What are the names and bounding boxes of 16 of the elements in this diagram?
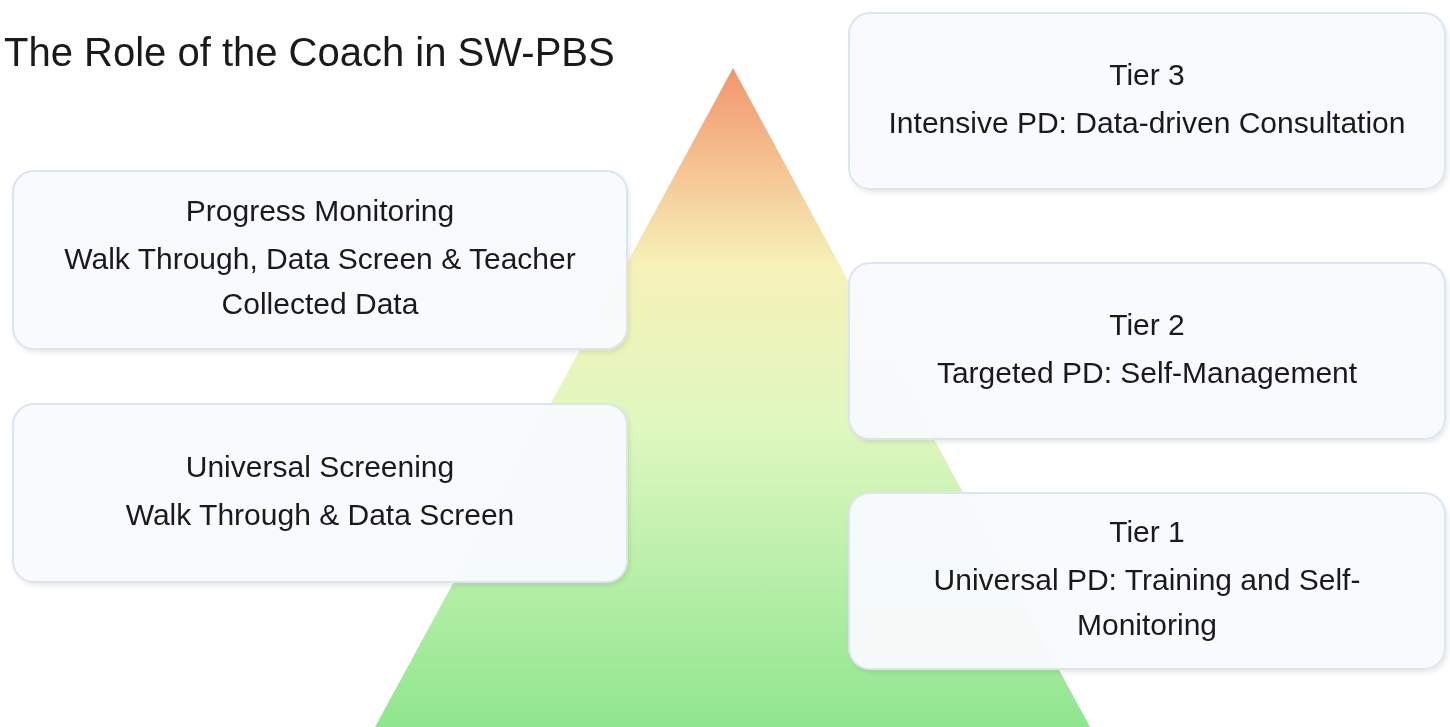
- box-heading: Universal Screening: [185, 449, 455, 484]
- box-heading: Tier 2: [1109, 307, 1185, 342]
- text-box: [848, 492, 1446, 670]
- text-box: [848, 12, 1446, 190]
- box-heading: Progress Monitoring: [185, 194, 455, 228]
- box-text: Walk Through, Data Screen & Teacher Collected Data: [63, 241, 577, 322]
- box-text: Universal PD: Training and Self-Monitoring: [932, 562, 1362, 643]
- box-heading: Tier 3: [1109, 57, 1185, 92]
- box-text: Intensive PD: Data-driven Consultation: [888, 104, 1406, 141]
- box-heading: Tier 1: [1109, 515, 1185, 549]
- box-text: Targeted PD: Self-Management: [936, 354, 1358, 391]
- box-text: Walk Through & Data Screen: [125, 496, 515, 533]
- text-box: [12, 403, 628, 583]
- diagram-title: The Role of the Coach in SW-PBS: [4, 30, 615, 75]
- text-box: [12, 170, 628, 350]
- text-box: [848, 262, 1446, 440]
